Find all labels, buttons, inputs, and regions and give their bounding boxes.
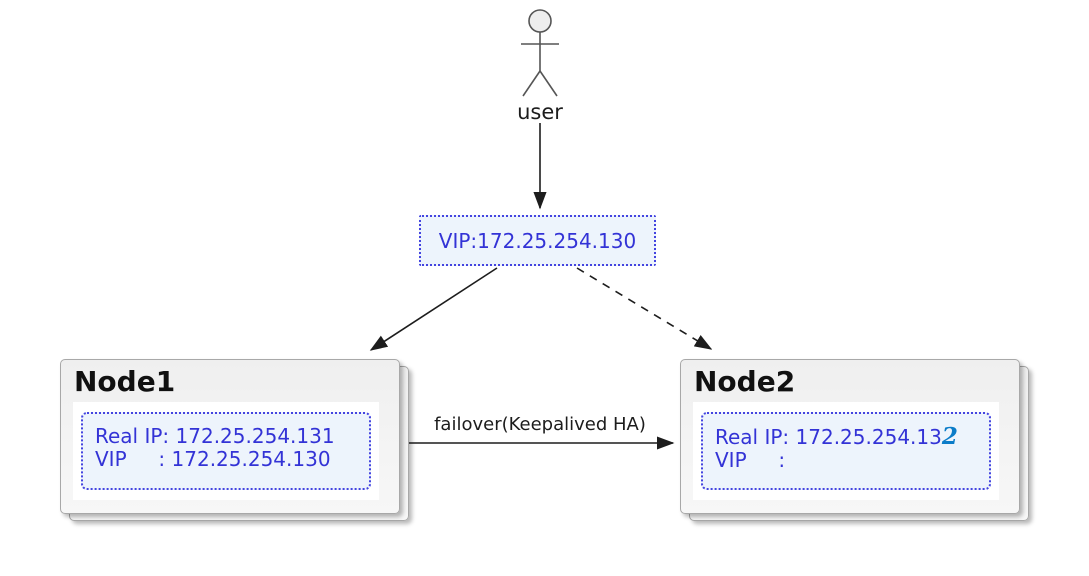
node1-info-box: Real IP: 172.25.254.131 VIP : 172.25.254… [81,412,371,490]
edge-vip-to-node2 [576,267,713,350]
node1-content: Real IP: 172.25.254.131 VIP : 172.25.254… [73,402,379,500]
node2-real-ip: Real IP: 172.25.254.132 [715,425,989,449]
node2-main-rect: Node2 Real IP: 172.25.254.132 VIP : [680,359,1020,514]
node2-info-box: Real IP: 172.25.254.132 VIP : [701,412,991,490]
actor-label: user [517,100,563,124]
node1: Node1 Real IP: 172.25.254.131 VIP : 172.… [60,359,409,521]
node1-real-ip: Real IP: 172.25.254.131 [95,424,335,448]
node1-vip: VIP : 172.25.254.130 [95,447,331,471]
node1-title: Node1 [74,365,176,398]
node1-main-rect: Node1 Real IP: 172.25.254.131 VIP : 172.… [60,359,400,514]
vip-box: VIP:172.25.254.130 [419,215,656,266]
vip-label: VIP:172.25.254.130 [438,228,637,253]
node2-title: Node2 [694,365,796,398]
node2-real-ip-text: Real IP: 172.25.254.13 [715,425,942,449]
node2-real-ip-glyph: 2 [941,423,958,450]
node2-content: Real IP: 172.25.254.132 VIP : [693,402,999,500]
user-actor-icon [521,9,559,97]
failover-edge-label: failover(Keepalived HA) [434,414,646,435]
node2: Node2 Real IP: 172.25.254.132 VIP : [680,359,1029,521]
node2-vip: VIP : [715,448,786,472]
edge-vip-to-node1 [369,267,498,351]
